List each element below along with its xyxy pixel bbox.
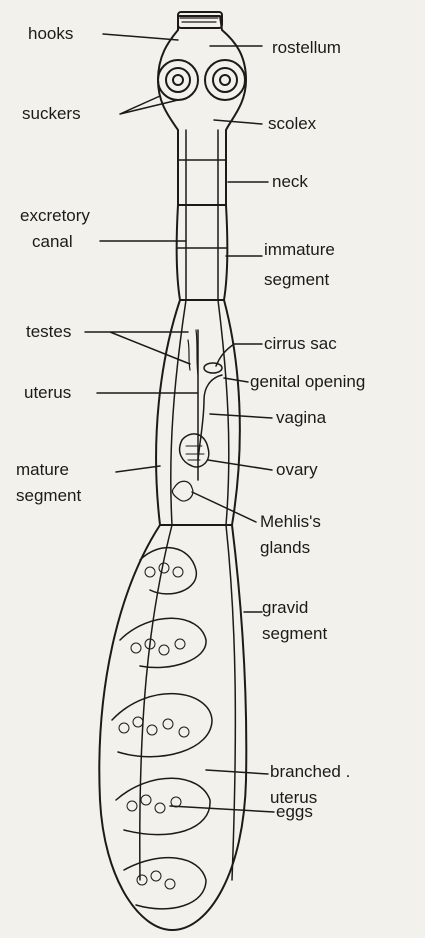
leader-vagina bbox=[210, 414, 272, 418]
ovary bbox=[180, 434, 209, 467]
leader-ovary bbox=[208, 460, 272, 470]
label-hooks: hooks bbox=[28, 24, 73, 44]
label-scolex: scolex bbox=[268, 114, 316, 134]
label-uterus: uterus bbox=[24, 383, 71, 403]
gravid-segment-outline bbox=[99, 525, 246, 930]
label-excretory-canal-2: canal bbox=[32, 232, 73, 252]
scolex-outline bbox=[158, 16, 246, 205]
hooks-crown bbox=[180, 18, 218, 22]
leader-mature-segment bbox=[116, 466, 160, 472]
testes-dots bbox=[188, 330, 198, 375]
label-cirrus-sac: cirrus sac bbox=[264, 334, 337, 354]
leader-scolex bbox=[214, 120, 262, 124]
label-branched-uterus-1: branched . bbox=[270, 762, 350, 782]
leader-eggs bbox=[170, 806, 274, 812]
cirrus-sac bbox=[204, 363, 222, 373]
label-mehlis-glands-1: Mehlis's bbox=[260, 512, 321, 532]
mehlis-glands bbox=[172, 481, 193, 501]
label-gravid-segment-2: segment bbox=[262, 624, 327, 644]
label-immature-segment-2: segment bbox=[264, 270, 329, 290]
ovary-texture bbox=[186, 446, 204, 460]
rostellum bbox=[178, 12, 222, 28]
segment-boundary-1 bbox=[178, 248, 226, 300]
label-mature-segment-2: segment bbox=[16, 486, 81, 506]
branched-uterus bbox=[112, 548, 212, 909]
excretory-canal-left bbox=[140, 130, 186, 880]
label-eggs: eggs bbox=[276, 802, 313, 822]
label-vagina: vagina bbox=[276, 408, 326, 428]
leader-hooks bbox=[103, 34, 178, 40]
label-rostellum: rostellum bbox=[272, 38, 341, 58]
label-suckers: suckers bbox=[22, 104, 81, 124]
label-genital-opening: genital opening bbox=[250, 372, 365, 392]
leader-testes bbox=[85, 332, 190, 364]
neck-lines bbox=[178, 160, 226, 205]
label-ovary: ovary bbox=[276, 460, 318, 480]
genital-opening bbox=[198, 375, 222, 460]
label-immature-segment-1: immature bbox=[264, 240, 335, 260]
leader-mehlis bbox=[192, 492, 256, 522]
sucker-left bbox=[158, 60, 198, 100]
sucker-right bbox=[205, 60, 245, 100]
label-mature-segment-1: mature bbox=[16, 460, 69, 480]
label-mehlis-glands-2: glands bbox=[260, 538, 310, 558]
leader-branched-uterus bbox=[206, 770, 268, 774]
leader-genital-opening bbox=[224, 378, 248, 382]
label-excretory-canal-1: excretory bbox=[20, 206, 90, 226]
label-testes: testes bbox=[26, 322, 71, 342]
label-gravid-segment-1: gravid bbox=[262, 598, 308, 618]
label-neck: neck bbox=[272, 172, 308, 192]
immature-segment bbox=[177, 205, 228, 300]
